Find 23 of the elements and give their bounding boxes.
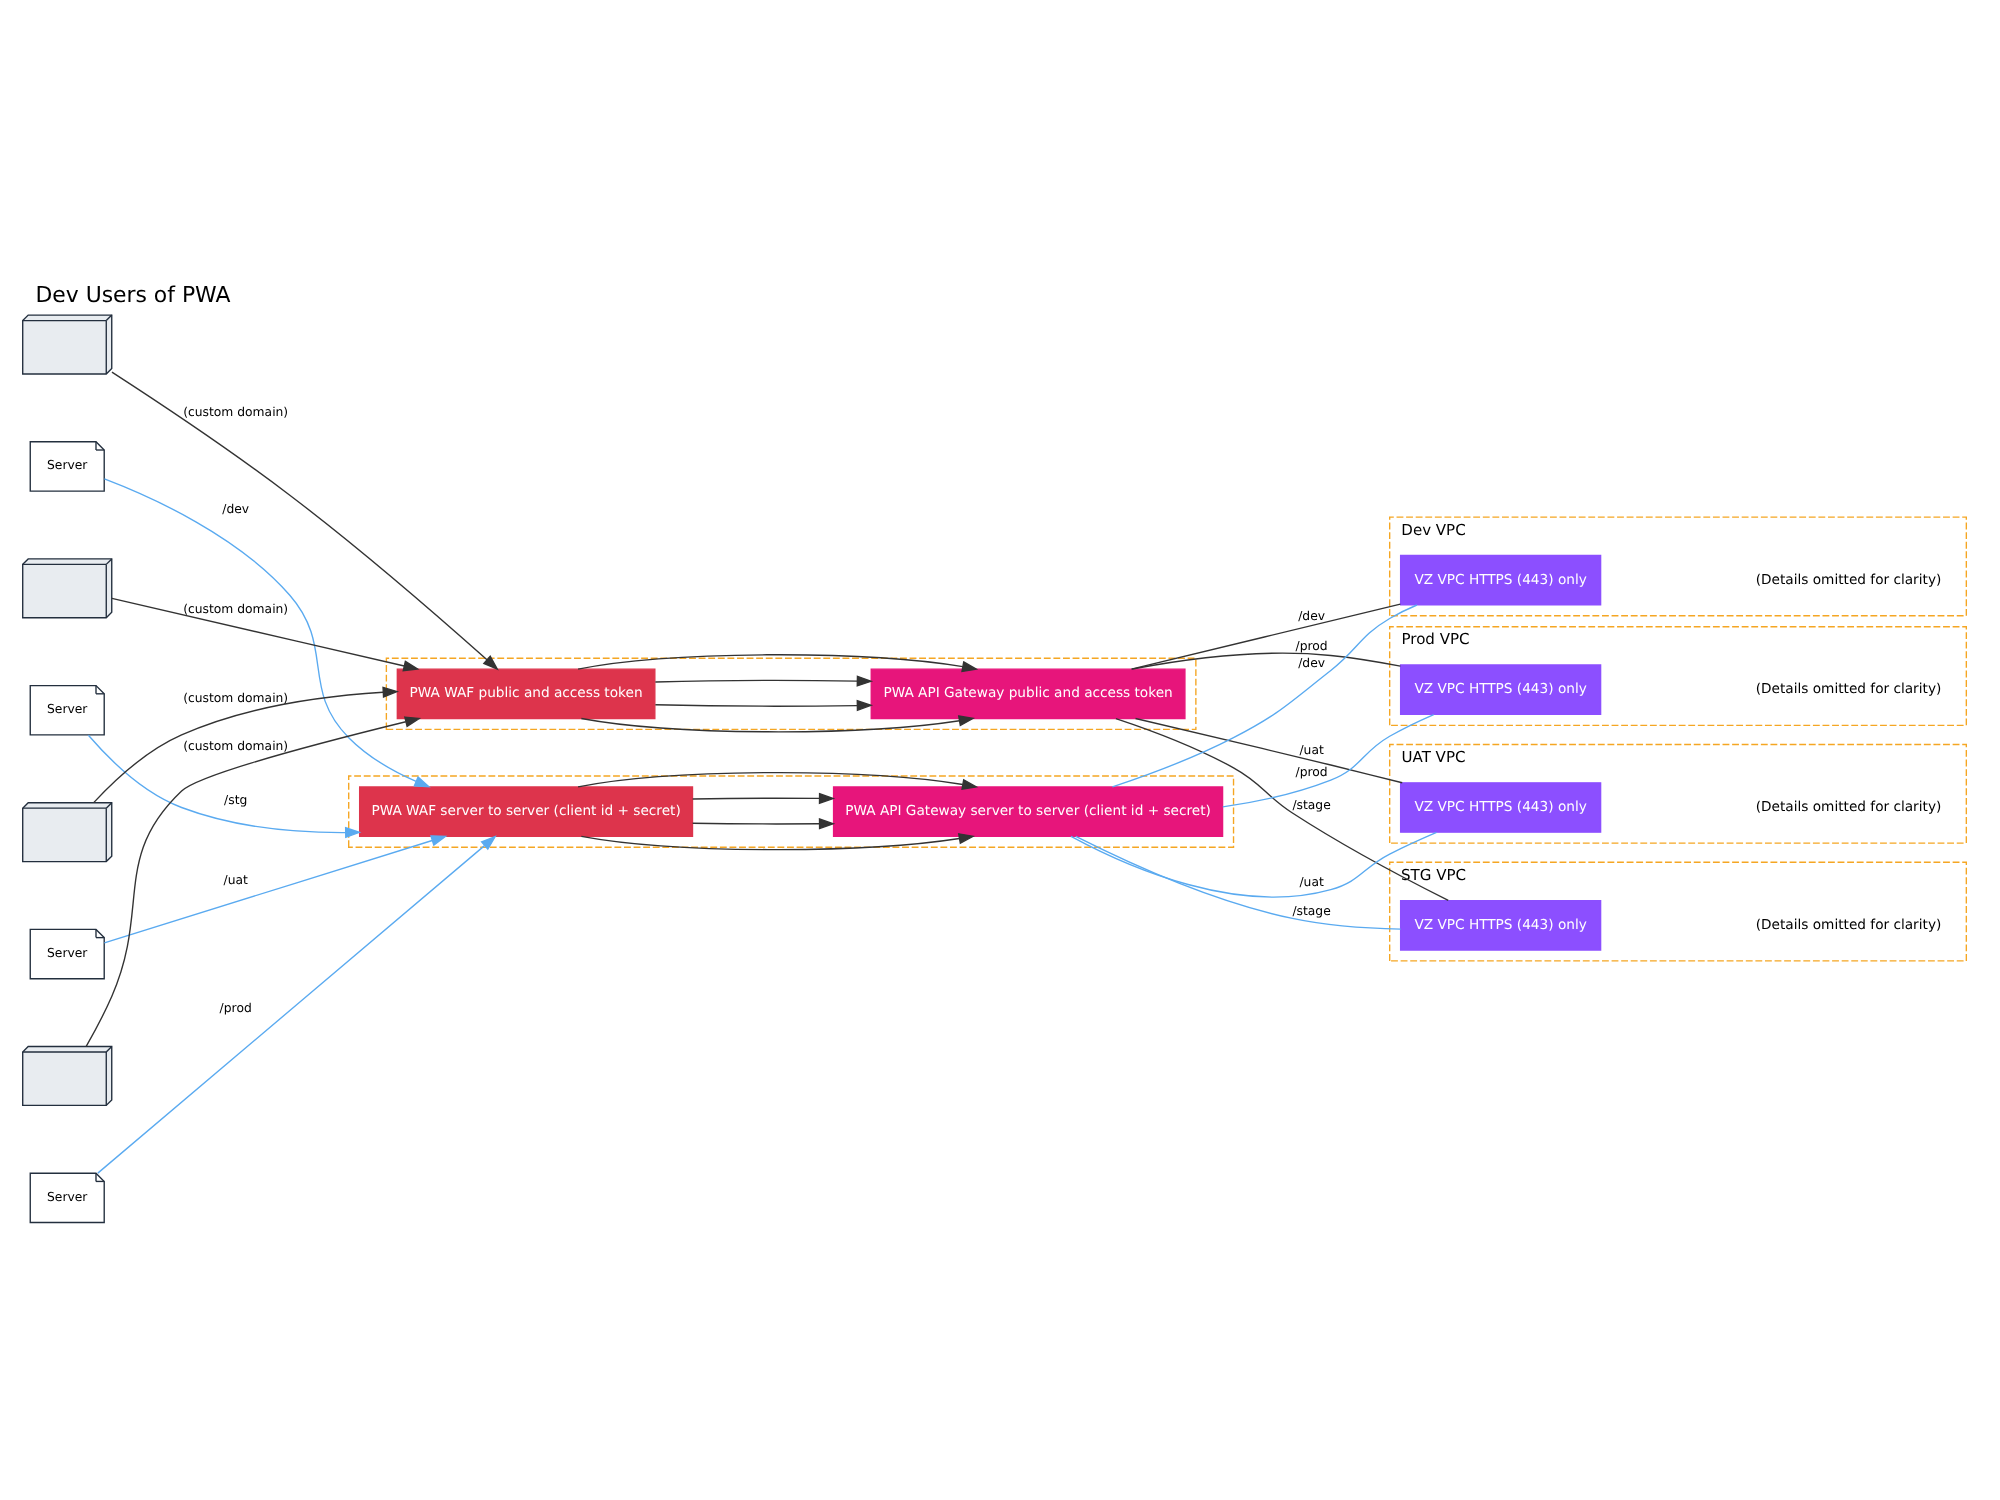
connector [1131, 651, 1402, 669]
arrow [87, 733, 362, 838]
arrow [580, 832, 976, 850]
arrow [111, 596, 420, 671]
arrow [111, 370, 499, 670]
connector [1070, 830, 1438, 897]
connector [1222, 712, 1435, 807]
connector [1115, 716, 1449, 901]
arrow [580, 714, 976, 732]
arrow [654, 674, 874, 686]
arrow [577, 770, 979, 790]
diagram-title: Dev Users of PWA [35, 281, 231, 308]
arrow [577, 653, 979, 672]
arrow [85, 715, 422, 1047]
connector [1075, 834, 1402, 929]
connector [1130, 602, 1402, 669]
arrow [691, 817, 836, 829]
arrow [654, 698, 874, 711]
connector [1134, 716, 1403, 783]
arrow [103, 834, 448, 943]
arrow [103, 477, 431, 787]
arrow [691, 791, 836, 804]
connector [1111, 603, 1418, 787]
